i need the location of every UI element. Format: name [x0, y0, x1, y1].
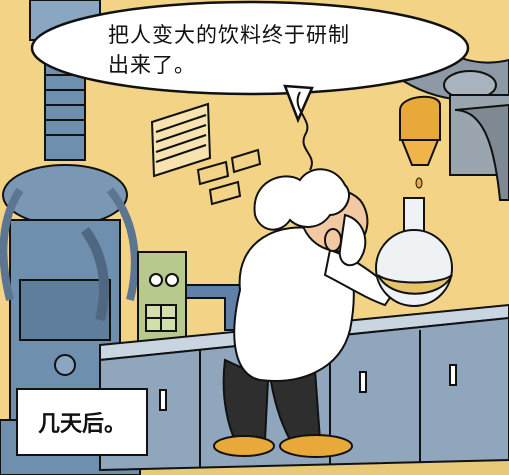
- caption-box: 几天后。: [16, 388, 148, 456]
- flask: [375, 197, 453, 307]
- control-console: [137, 251, 187, 345]
- speech-bubble-shape: [30, 0, 470, 171]
- speech-line-2: 出来了。: [108, 53, 196, 77]
- professor-character: [213, 168, 420, 458]
- caption-text: 几天后。: [37, 412, 126, 437]
- speech-line-1: 把人变大的饮料终于研制: [108, 23, 350, 47]
- wall-vent: [150, 102, 212, 178]
- speech-bubble-text: 把人变大的饮料终于研制 出来了。: [108, 20, 408, 80]
